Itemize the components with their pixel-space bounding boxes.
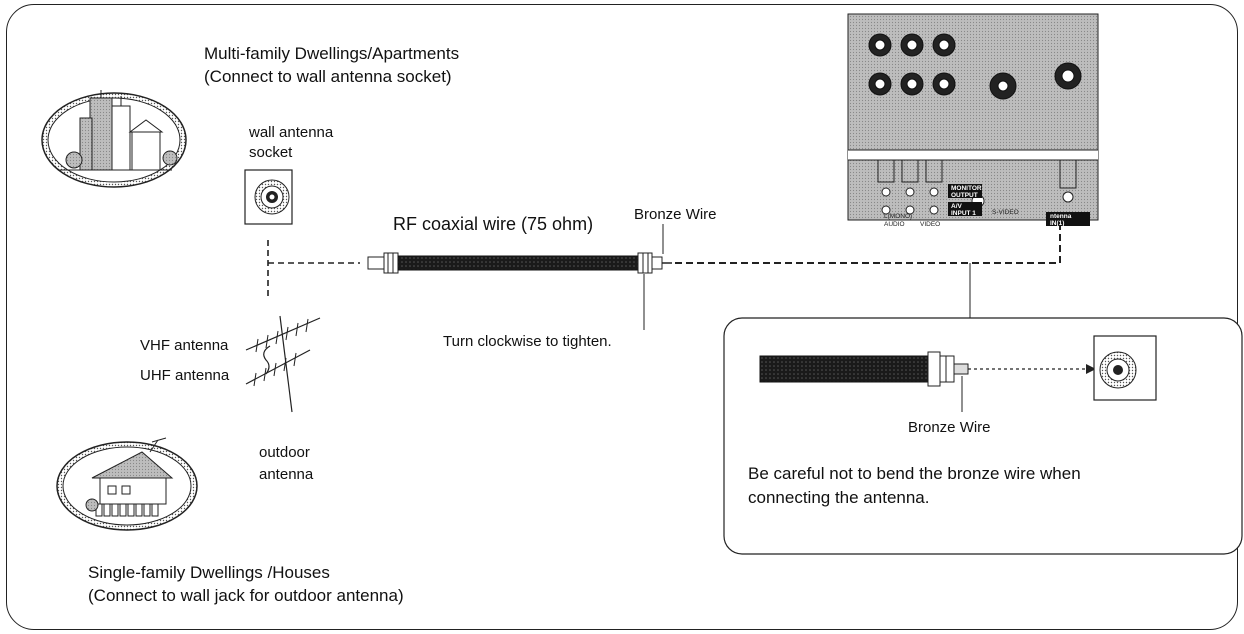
house-illustration <box>56 437 198 531</box>
outdoor-antenna-label-1: outdoor <box>259 444 310 461</box>
outdoor-antenna-label-2: antenna <box>259 466 314 483</box>
bronze-wire-inset-label: Bronze Wire <box>908 419 991 436</box>
single-family-title: Single-family Dwellings /Houses <box>88 563 330 582</box>
diagram-frame <box>6 4 1238 630</box>
panel-label-monitor: MONITOR <box>951 185 982 192</box>
caution-text-line-1: Be careful not to bend the bronze wire w… <box>748 464 1081 483</box>
panel-label-audio: AUDIO <box>884 221 905 228</box>
panel-label-svideo: S-VIDEO <box>992 209 1019 216</box>
caution-text-line-2: connecting the antenna. <box>748 488 930 507</box>
rf-wire-label: RF coaxial wire (75 ohm) <box>393 214 594 234</box>
wall-socket-illustration <box>244 169 293 225</box>
inset-cable <box>759 351 1096 412</box>
outdoor-antenna-illustration <box>245 315 321 413</box>
tv-back-panel <box>847 13 1099 226</box>
inset-wall-socket <box>1093 335 1157 401</box>
uhf-antenna-label: UHF antenna <box>140 367 230 384</box>
multi-family-subtitle: (Connect to wall antenna socket) <box>204 67 452 86</box>
single-family-subtitle: (Connect to wall jack for outdoor antenn… <box>88 586 404 605</box>
dashed-connector-tv <box>675 210 1061 264</box>
panel-label-antenna-in: IN(1) <box>1050 220 1064 227</box>
panel-label-input1: INPUT 1 <box>951 210 976 217</box>
multi-family-title: Multi-family Dwellings/Apartments <box>204 44 460 63</box>
vhf-antenna-label: VHF antenna <box>140 337 229 354</box>
turn-clockwise-label: Turn clockwise to tighten. <box>443 333 612 350</box>
panel-label-av: A/V <box>951 203 963 210</box>
bronze-wire-label: Bronze Wire <box>634 206 717 223</box>
panel-label-output: OUTPUT <box>951 192 978 199</box>
panel-label-mono: L(MONO) <box>884 213 912 220</box>
wall-socket-label-2: socket <box>249 144 293 161</box>
rf-coaxial-cable <box>367 252 672 274</box>
wall-socket-label-1: wall antenna <box>249 124 334 141</box>
panel-label-video: VIDEO <box>920 221 940 228</box>
apartment-illustration <box>41 90 187 188</box>
panel-label-antenna: ntenna <box>1050 213 1072 220</box>
